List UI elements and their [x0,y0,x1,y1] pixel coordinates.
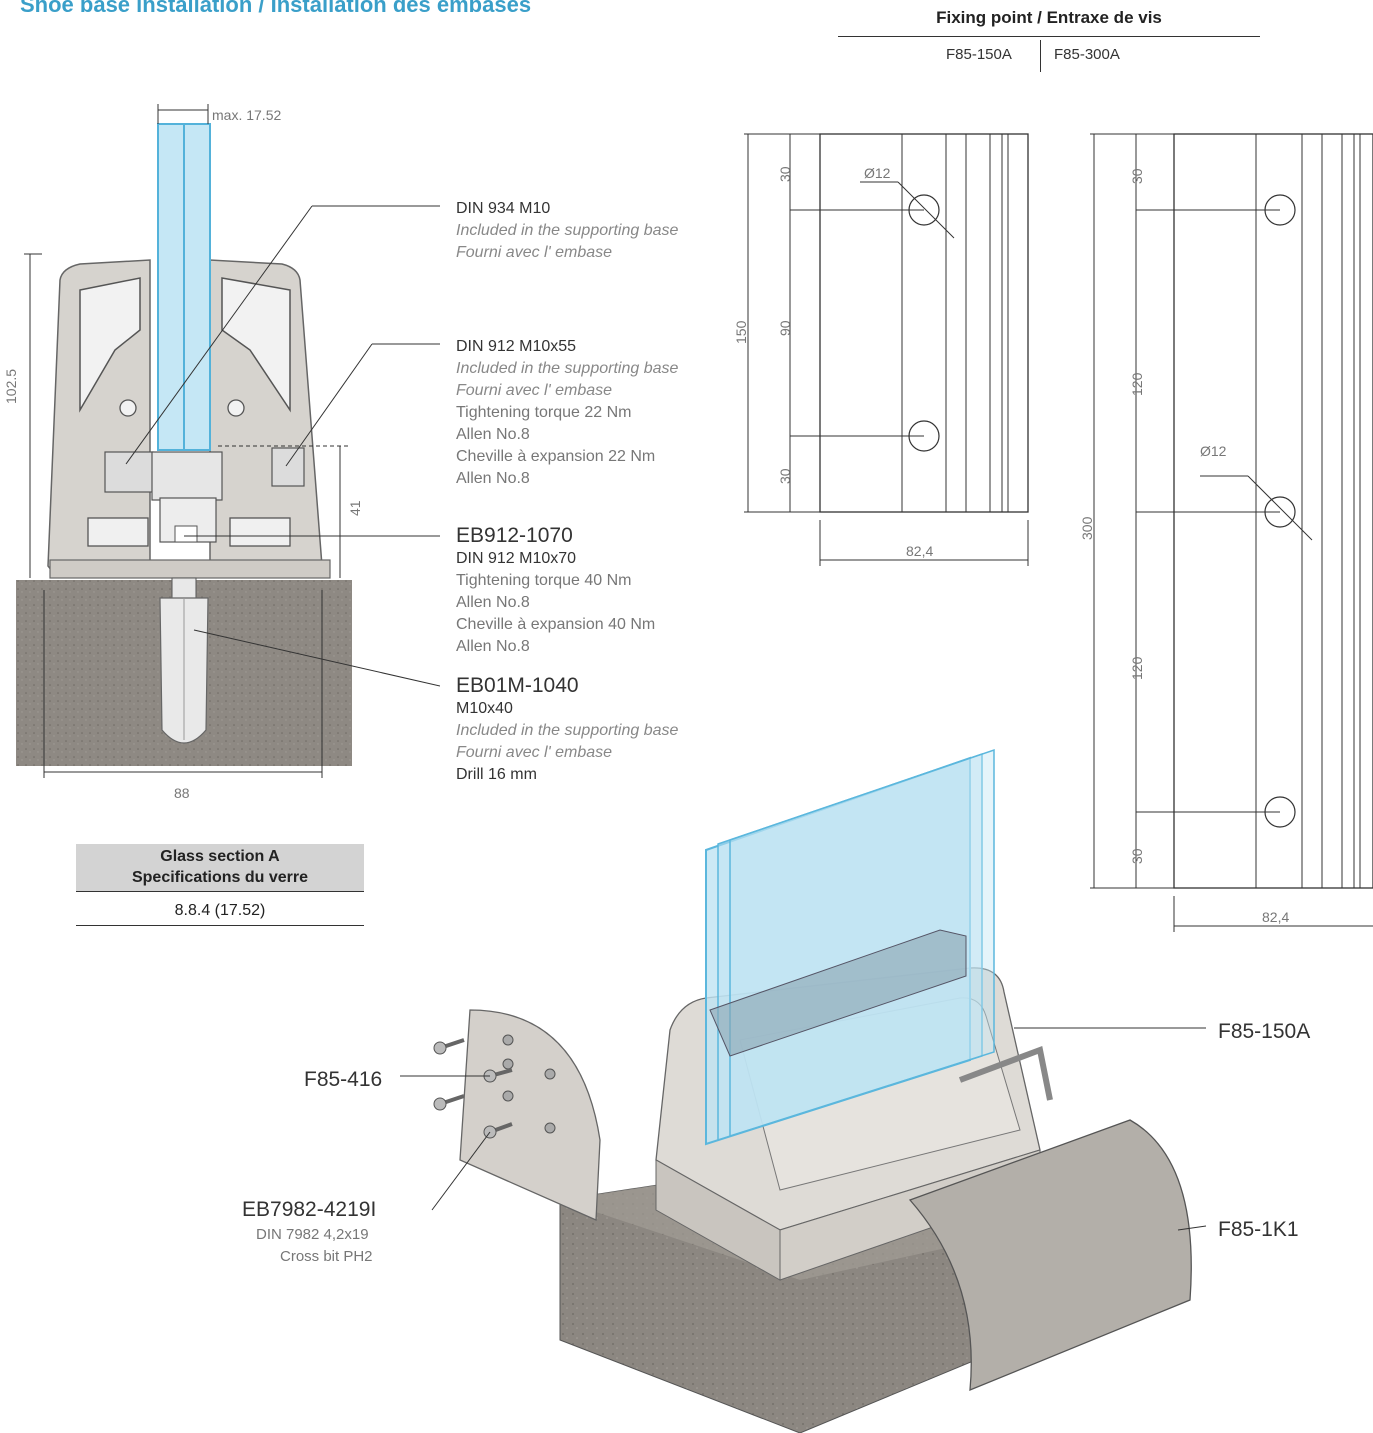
plate150-a: 30 [777,166,793,182]
plate150-b: 90 [777,320,793,336]
plate300-b: 120 [1129,372,1145,396]
page-title: Shoe base installation / Installation de… [20,0,532,17]
plate300-diameter: Ø12 [1200,443,1227,459]
label-eb01m: EB01M-1040 M10x40 Included in the suppor… [456,674,679,783]
dim-max: max. 17.52 [212,107,282,123]
fixing-option-300: F85-300A [1054,46,1120,63]
plate300-height: 300 [1079,516,1095,540]
glass-spec-header: Glass section A Specifications du verre [76,844,364,892]
part-eb7982-sub2: Cross bit PH2 [280,1248,373,1265]
cover-profile [908,1119,1192,1392]
dim-102: 102.5 [3,368,19,404]
part-eb7982: EB7982-4219I [242,1198,377,1221]
section-drawing [16,104,440,778]
part-f85-1k1: F85-1K1 [1218,1218,1299,1241]
label-eb912: EB912-1070 DIN 912 M10x70 Tightening tor… [456,524,656,655]
plate150-c: 30 [777,468,793,484]
dim-88: 88 [174,785,190,801]
plate-300-drawing [1090,133,1373,932]
assembly-drawing [400,748,1207,1433]
plate150-diameter: Ø12 [864,165,891,181]
fixing-heading: Fixing point / Entraxe de vis [936,8,1162,27]
plate-150-drawing [744,133,1029,566]
dim-41: 41 [347,500,363,516]
part-f85-150a: F85-150A [1218,1020,1311,1043]
plate300-a: 30 [1129,168,1145,184]
plate150-width: 82,4 [906,543,934,559]
glass-spec-divider [76,925,364,926]
label-din934: DIN 934 M10 Included in the supporting b… [456,200,679,261]
fixing-divider [838,36,1260,37]
plate300-width: 82,4 [1262,909,1290,925]
part-f85-416: F85-416 [304,1068,383,1091]
part-eb7982-sub1: DIN 7982 4,2x19 [256,1226,369,1243]
end-cap [459,1009,601,1221]
fixing-option-150: F85-150A [946,46,1012,63]
fixing-separator [1040,40,1041,72]
plate150-height: 150 [733,320,749,344]
plate300-c: 120 [1129,656,1145,680]
label-din912: DIN 912 M10x55 Included in the supportin… [456,338,679,487]
glass-spec-value: 8.8.4 (17.52) [174,902,266,919]
